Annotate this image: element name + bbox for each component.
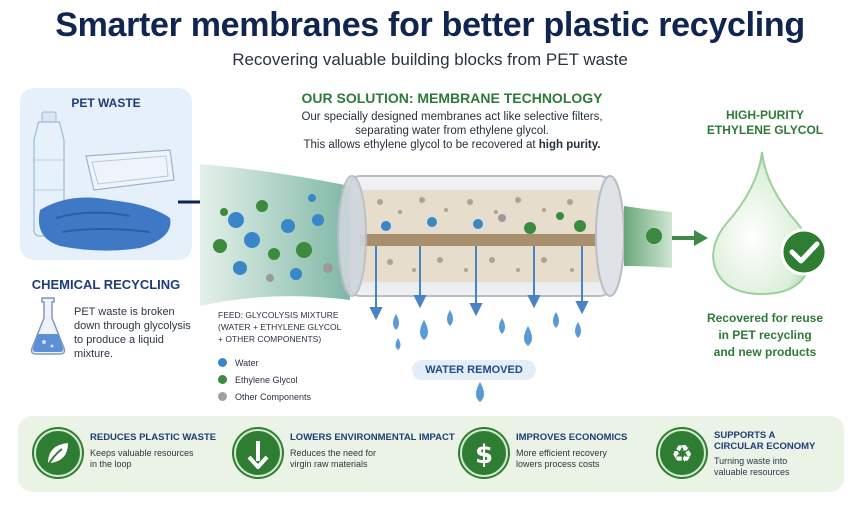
legend-item-water: Water xyxy=(218,354,311,371)
feed-stream xyxy=(200,164,350,306)
water-droplets xyxy=(393,310,581,402)
dollar-icon: $ xyxy=(460,429,508,477)
legend-item-other-components: Other Components xyxy=(218,388,311,405)
membrane-tube xyxy=(337,175,625,297)
reuse-text: Recovered for reuse in PET recycling and… xyxy=(684,310,846,361)
feed-label-line-1: FEED: GLYCOLYSIS MIXTURE xyxy=(218,310,339,320)
high-purity-title: HIGH-PURITY ETHYLENE GLYCOL xyxy=(690,108,840,138)
water-down-arrows xyxy=(369,246,589,321)
benefit-text-line-1: Reduces the need for xyxy=(290,448,377,458)
solution-line-2: separating water from ethylene glycol. xyxy=(355,125,549,137)
feed-label-line-3: + OTHER COMPONENTS) xyxy=(218,334,322,344)
membrane-diagram xyxy=(200,164,672,402)
chemical-recycling-label: CHEMICAL RECYCLING xyxy=(31,277,181,292)
benefit-title: LOWERS ENVIRONMENTAL IMPACT xyxy=(290,432,455,443)
plastic-tray-icon xyxy=(85,149,175,191)
benefit-text-line-2: valuable resources xyxy=(714,467,790,477)
membrane-pores xyxy=(377,197,574,272)
water-removed-badge: WATER REMOVED xyxy=(412,360,536,380)
pet-waste-label: PET WASTE xyxy=(71,96,141,110)
solution-title: OUR SOLUTION: MEMBRANE TECHNOLOGY xyxy=(301,90,603,106)
leaf-icon xyxy=(34,429,82,477)
check-icon xyxy=(780,228,828,276)
cloth-icon xyxy=(38,197,171,251)
reuse-line-1: Recovered for reuse xyxy=(706,311,824,325)
benefit-lowers-environmental-impact: LOWERS ENVIRONMENTAL IMPACT Reduces the … xyxy=(234,416,455,492)
benefit-text-line-2: lowers process costs xyxy=(516,459,600,469)
benefit-supports-circular-economy: ♻ SUPPORTS A CIRCULAR ECONOMY Turning wa… xyxy=(658,416,838,492)
svg-text:$: $ xyxy=(475,440,493,470)
benefit-text-line-1: More efficient recovery xyxy=(516,448,607,458)
benefit-text-line-1: Turning waste into xyxy=(714,456,788,466)
chemical-recycling-text: PET waste is broken down through glycoly… xyxy=(74,306,191,360)
benefit-improves-economics: $ IMPROVES ECONOMICS More efficient reco… xyxy=(460,416,650,492)
page-subtitle: Recovering valuable building blocks from… xyxy=(232,50,628,69)
reuse-line-2: in PET recycling xyxy=(718,328,812,342)
legend-item-ethylene-glycol: Ethylene Glycol xyxy=(218,371,311,388)
page-title: Smarter membranes for better plastic rec… xyxy=(55,6,805,44)
benefit-text-line-2: virgin raw materials xyxy=(290,459,368,469)
flask-icon xyxy=(30,297,66,355)
benefits-bar: REDUCES PLASTIC WASTE Keeps valuable res… xyxy=(18,416,844,492)
benefit-title: SUPPORTS A CIRCULAR ECONOMY xyxy=(714,430,816,452)
legend: Water Ethylene Glycol Other Components xyxy=(218,354,311,405)
benefit-text-line-2: in the loop xyxy=(90,459,132,469)
glycol-droplet-icon xyxy=(712,151,828,296)
tube-molecules xyxy=(381,212,586,234)
benefit-title: REDUCES PLASTIC WASTE xyxy=(90,432,217,443)
solution-line-1: Our specially designed membranes act lik… xyxy=(301,111,603,123)
feed-label-line-2: (WATER + ETHYLENE GLYCOL xyxy=(218,322,342,332)
high-purity-line-1: HIGH-PURITY xyxy=(726,108,804,122)
pet-waste-illustration xyxy=(33,111,175,251)
benefit-reduces-plastic-waste: REDUCES PLASTIC WASTE Keeps valuable res… xyxy=(34,416,224,492)
reuse-line-3: and new products xyxy=(713,345,817,359)
feed-label: FEED: GLYCOLYSIS MIXTURE (WATER + ETHYLE… xyxy=(218,309,378,345)
solution-line-3: This allows ethylene glycol to be recove… xyxy=(303,139,601,151)
solution-description: Our specially designed membranes act lik… xyxy=(262,110,642,152)
feed-molecules xyxy=(213,194,333,282)
down-arrow-icon xyxy=(234,429,282,477)
benefit-title: IMPROVES ECONOMICS xyxy=(516,432,628,443)
high-purity-line-2: ETHYLENE GLYCOL xyxy=(706,123,824,137)
recycle-icon: ♻ xyxy=(658,429,706,477)
output-glycol-molecule xyxy=(646,228,662,244)
svg-text:♻: ♻ xyxy=(671,440,693,468)
output-arrow-icon xyxy=(672,230,708,246)
benefit-text-line-1: Keeps valuable resources xyxy=(90,448,194,458)
